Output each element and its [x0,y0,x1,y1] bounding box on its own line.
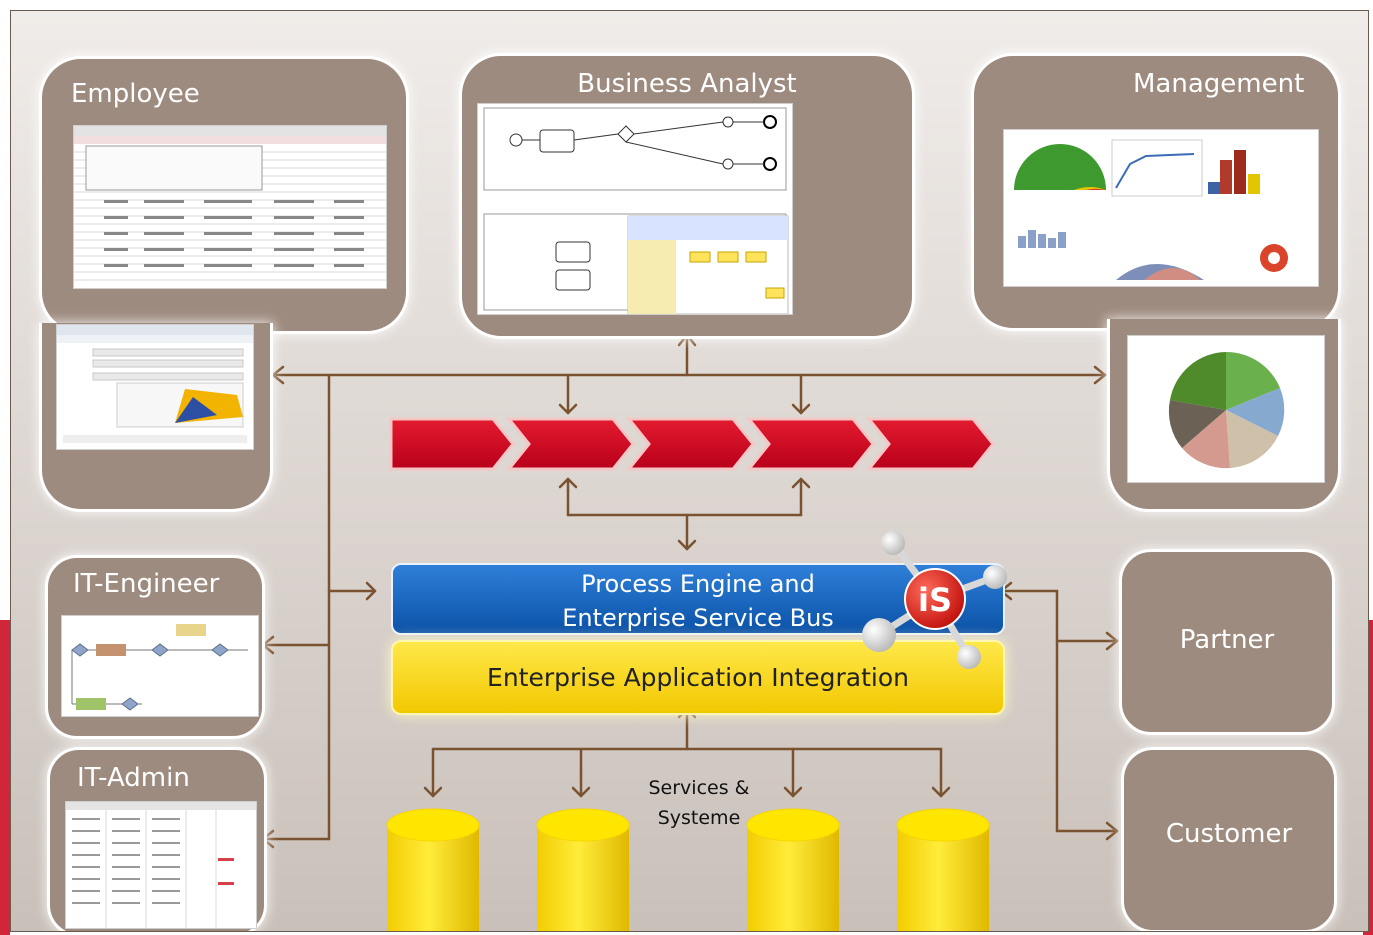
customer-box [1121,747,1337,931]
workflow-thumbnail [71,624,248,711]
bpmn-thumbnail [483,107,789,314]
database-4 [896,808,990,931]
services-label: Services & Systeme [611,773,787,833]
partner-box [1119,549,1335,735]
partner-title: Partner [1179,625,1275,655]
process-step-1 [389,417,515,471]
services-line2: Systeme [657,807,741,829]
it-engineer-screenshot [61,615,259,717]
services-line1: Services & [648,777,750,799]
admin-table-thumbnail [66,802,256,928]
left-red-band [0,620,10,935]
is-molecule-logo: iS [862,531,1007,669]
customer-title: Customer [1165,819,1293,849]
process-chevrons [389,417,995,471]
form-thumbnail [57,325,253,443]
database-3 [746,808,840,931]
employee-title: Employee [71,79,200,109]
employee-table-screenshot [73,125,387,289]
management-pie-screenshot [1127,335,1325,483]
process-step-2 [505,417,635,471]
process-engine-line1: Process Engine and [581,570,815,598]
management-title: Management [1133,69,1305,99]
it-admin-screenshot [65,801,257,929]
bpmn-process-screenshot [477,103,793,315]
pie-thumbnail [1168,351,1285,469]
process-engine-line2: Enterprise Service Bus [562,604,834,632]
diagram-frame: Employee [10,10,1369,932]
business-analyst-title: Business Analyst [577,69,797,99]
process-step-4 [745,417,875,471]
process-step-5 [865,417,995,471]
eai-bar: Enterprise Application Integration [391,640,1005,715]
process-engine-bar: Process Engine and Enterprise Service Bu… [391,563,1005,635]
database-2 [536,808,630,931]
database-1 [386,808,480,931]
employee-form-screenshot [56,324,254,450]
process-step-3 [625,417,755,471]
table-thumbnail [74,126,386,281]
it-engineer-title: IT-Engineer [73,569,220,599]
logo-text: iS [918,581,952,619]
databases [386,808,990,931]
dashboard-thumbnail [1014,139,1288,280]
it-admin-title: IT-Admin [77,763,190,793]
management-dashboard-screenshot [1003,129,1319,287]
